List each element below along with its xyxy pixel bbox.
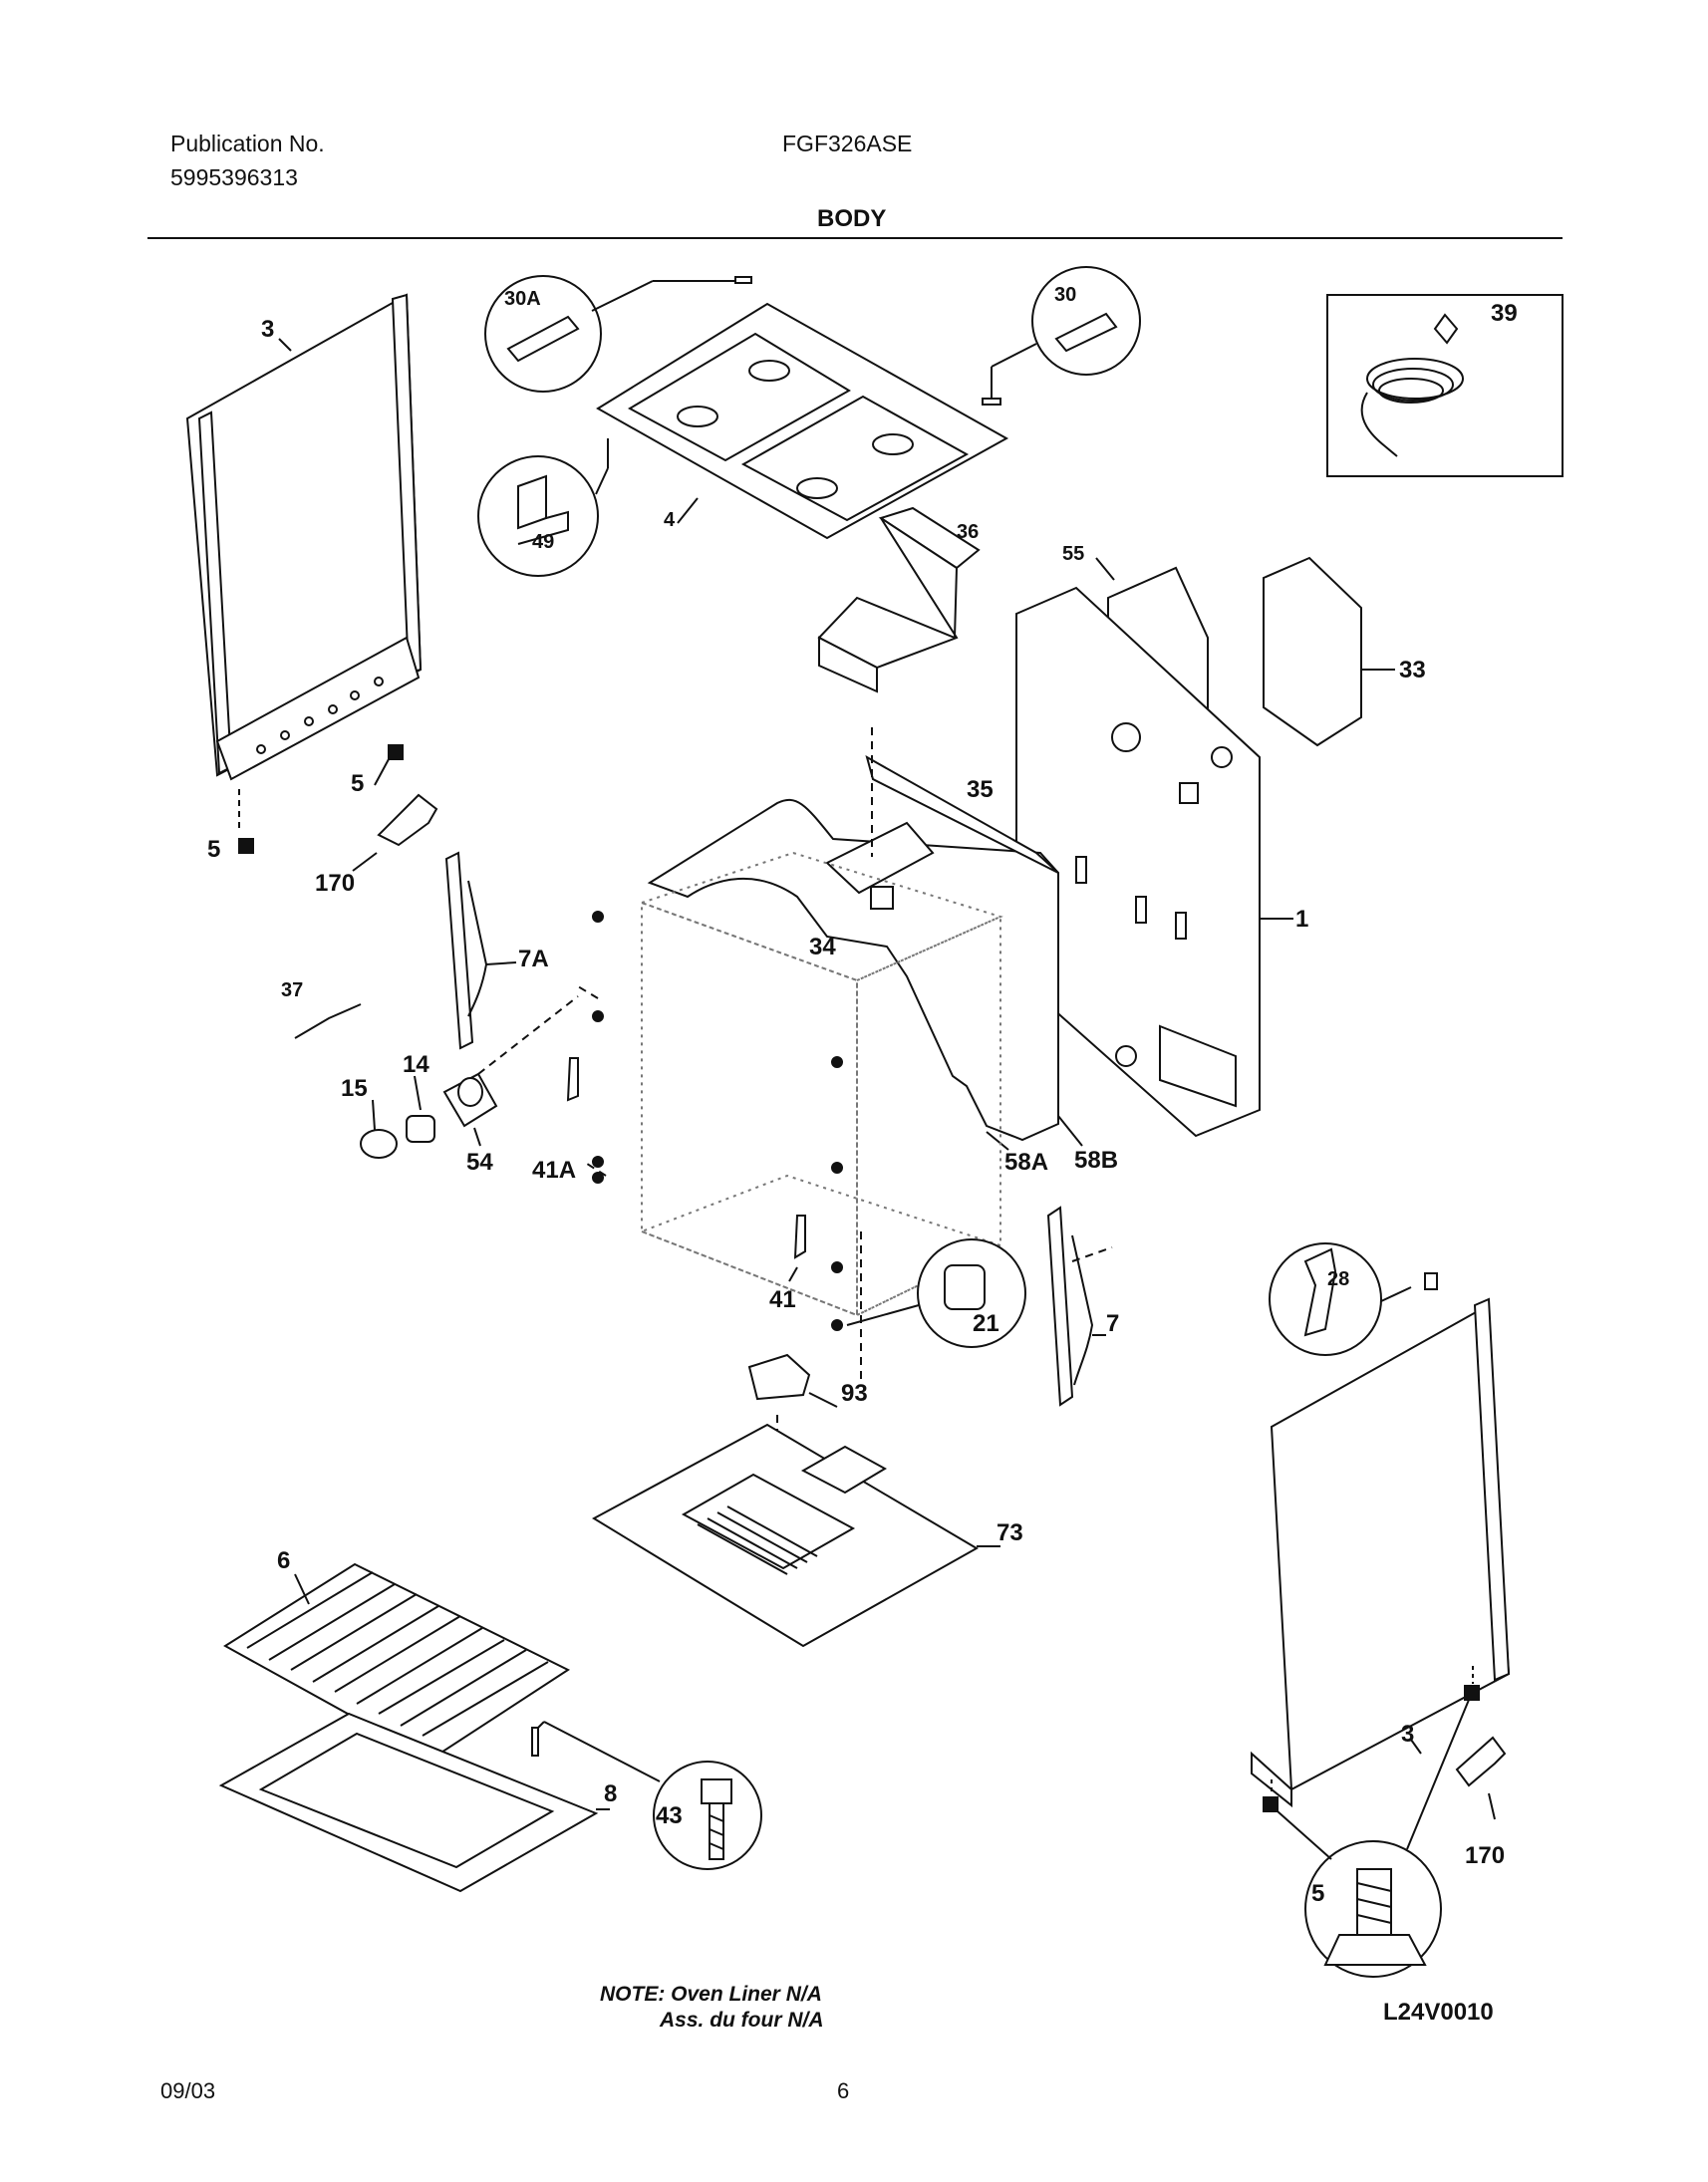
callout-5a: 5 xyxy=(351,770,364,797)
clip-41a xyxy=(566,1057,579,1102)
callout-8: 8 xyxy=(604,1780,617,1807)
callout-21: 21 xyxy=(973,1310,999,1337)
callout-49: 49 xyxy=(532,531,554,553)
callout-3-left: 3 xyxy=(261,316,274,343)
leader-4 xyxy=(677,497,699,524)
publication-label: Publication No. xyxy=(170,131,325,156)
callout-7a: 7A xyxy=(518,946,549,972)
callout-41a: 41A xyxy=(532,1157,576,1184)
callout-7: 7 xyxy=(1106,1310,1119,1337)
detail-circle-30 xyxy=(1031,266,1141,376)
callout-55: 55 xyxy=(1062,543,1084,565)
callout-5-detail: 5 xyxy=(1311,1880,1324,1907)
oven-lamp-assembly xyxy=(360,1072,498,1159)
wire-37 xyxy=(294,1003,362,1039)
power-cord-inset xyxy=(1326,294,1564,477)
callout-33: 33 xyxy=(1399,657,1426,683)
callout-170-right: 170 xyxy=(1465,1842,1505,1869)
header-rule xyxy=(147,237,1563,239)
dashed-leaders xyxy=(477,727,1113,1485)
broiler-pan xyxy=(218,1712,599,1893)
leader-3-left xyxy=(278,338,292,352)
oven-bottom xyxy=(591,1423,980,1648)
callout-34: 34 xyxy=(809,934,836,960)
callout-39: 39 xyxy=(1491,300,1518,327)
callout-30a: 30A xyxy=(504,288,541,310)
clip-41 xyxy=(793,1215,806,1259)
callout-43: 43 xyxy=(656,1802,683,1829)
foot-pad xyxy=(747,1353,811,1401)
model-number: FGF326ASE xyxy=(782,131,913,156)
back-panel xyxy=(1015,586,1261,1138)
callout-58b: 58B xyxy=(1074,1147,1118,1174)
footer-page-number: 6 xyxy=(837,2078,850,2103)
note-line-2: Ass. du four N/A xyxy=(660,2009,824,2032)
callout-36: 36 xyxy=(957,521,979,543)
callout-30: 30 xyxy=(1054,284,1076,306)
callout-28: 28 xyxy=(1327,1268,1349,1290)
callout-73: 73 xyxy=(996,1519,1023,1546)
detail-circle-43 xyxy=(653,1761,762,1870)
publication-number: 5995396313 xyxy=(170,164,298,190)
callout-5b: 5 xyxy=(207,836,220,863)
callout-15: 15 xyxy=(341,1075,368,1102)
mount-screws xyxy=(592,911,843,1331)
vent-duct xyxy=(817,506,981,693)
callout-41: 41 xyxy=(769,1286,796,1313)
rack-support-right xyxy=(1046,1206,1106,1407)
footer-date: 09/03 xyxy=(160,2078,216,2103)
callout-6: 6 xyxy=(277,1547,290,1574)
callout-3-right: 3 xyxy=(1401,1721,1414,1748)
anti-tip-bracket-left xyxy=(377,793,438,847)
cooktop-top xyxy=(596,302,1009,540)
section-title: BODY xyxy=(817,205,887,232)
callout-14: 14 xyxy=(403,1051,429,1078)
callout-37: 37 xyxy=(281,979,303,1001)
callout-58a: 58A xyxy=(1004,1149,1048,1176)
callout-4: 4 xyxy=(664,509,676,531)
diagram-code: L24V0010 xyxy=(1383,1999,1494,2026)
callout-93: 93 xyxy=(841,1380,868,1407)
rack-support-left xyxy=(444,851,517,1050)
callout-1: 1 xyxy=(1295,906,1308,933)
insulation-cover xyxy=(1263,556,1362,747)
side-panel-right xyxy=(1251,1297,1511,1808)
callout-35: 35 xyxy=(967,776,994,803)
oven-front-frame xyxy=(647,754,1059,1142)
callout-170-left: 170 xyxy=(315,870,355,897)
side-panel-left xyxy=(185,293,423,781)
note-line-1: NOTE: Oven Liner N/A xyxy=(600,1983,822,2006)
anti-tip-bracket-right xyxy=(1455,1736,1507,1787)
oven-rack xyxy=(223,1562,571,1762)
oven-liner-dotted xyxy=(638,851,1003,1317)
callout-54: 54 xyxy=(466,1149,493,1176)
